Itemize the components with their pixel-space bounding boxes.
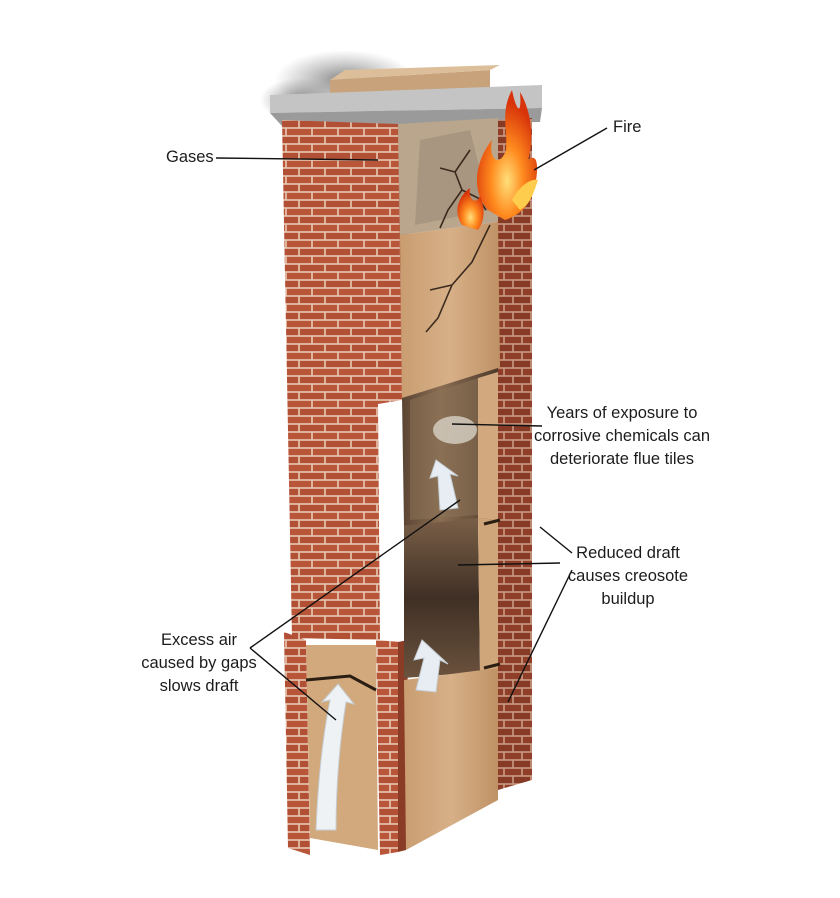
label-flue-tiles-line-1: Years of exposure to xyxy=(546,404,698,422)
brick-column-left xyxy=(284,632,310,855)
chimney-cap xyxy=(270,65,542,126)
label-flue-tiles-line-3: deteriorate flue tiles xyxy=(550,450,694,468)
brick-face-front xyxy=(282,120,402,640)
flue-tile-lower xyxy=(404,668,498,850)
label-flue-tiles-line-2: corrosive chemicals can xyxy=(533,427,711,445)
fire-icon xyxy=(457,90,538,230)
label-reduced-draft: Reduced draft causes creosote buildup xyxy=(562,542,694,611)
airflow-arrow-icon xyxy=(315,459,459,831)
label-fire: Fire xyxy=(613,118,642,136)
label-excess-air: Excess air caused by gaps slows draft xyxy=(136,629,262,698)
creosote-section xyxy=(404,518,480,678)
label-reduced-draft-line-1: Reduced draft xyxy=(576,544,680,562)
label-excess-air-line-2: caused by gaps xyxy=(141,654,257,672)
label-gases: Gases xyxy=(166,148,214,166)
brick-face-side xyxy=(496,118,532,790)
label-flue-tiles: Years of exposure to corrosive chemicals… xyxy=(532,402,712,471)
label-reduced-draft-line-2: causes creosote xyxy=(567,567,689,585)
label-excess-air-line-1: Excess air xyxy=(160,631,238,649)
brick-column-center xyxy=(376,640,400,855)
flue-tile-upper xyxy=(400,222,500,398)
label-reduced-draft-line-3: buildup xyxy=(601,590,655,608)
label-excess-air-line-3: slows draft xyxy=(159,677,239,695)
leader-lines xyxy=(215,127,608,721)
